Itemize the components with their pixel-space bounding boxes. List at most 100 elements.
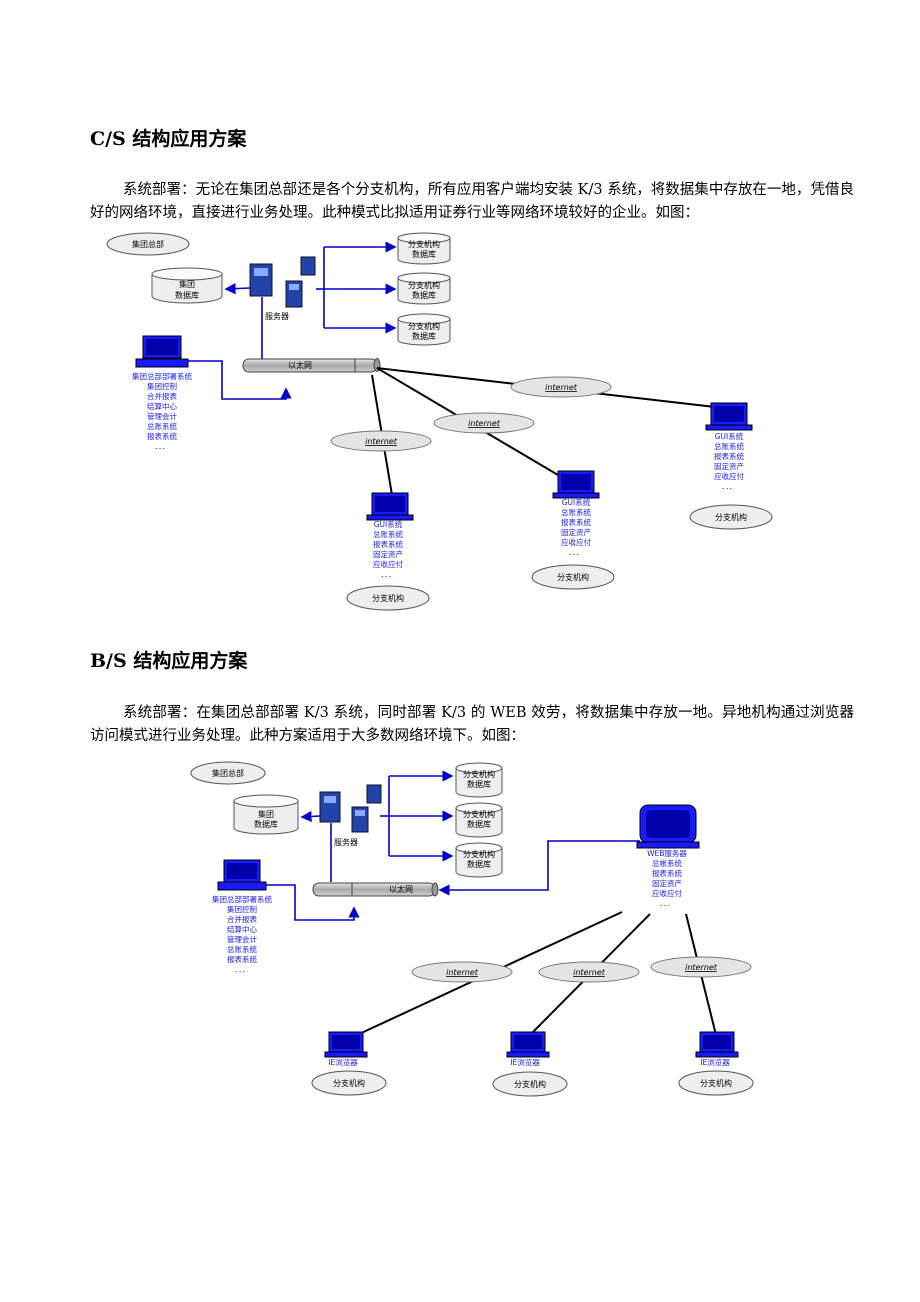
svg-text:以太网: 以太网 — [389, 884, 413, 894]
svg-text:．．．: ．．． — [155, 442, 170, 451]
svg-text:internet: internet — [573, 968, 606, 977]
svg-text:合并报表: 合并报表 — [227, 914, 257, 924]
svg-text:服务器: 服务器 — [265, 311, 289, 321]
svg-text:总账系统: 总账系统 — [373, 529, 403, 539]
branch-oval-middle: 分支机构 — [531, 564, 615, 590]
bs-ethernet-pipe: 以太网 — [312, 882, 439, 897]
svg-text:internet: internet — [545, 383, 578, 392]
svg-text:总账系统: 总账系统 — [227, 944, 257, 954]
svg-text:internet: internet — [446, 968, 479, 977]
svg-text:IE浏览器: IE浏览器 — [700, 1057, 730, 1067]
bs-server-icon: 服务器 — [319, 784, 382, 847]
svg-text:IE浏览器: IE浏览器 — [510, 1057, 540, 1067]
svg-text:分支机构: 分支机构 — [333, 1078, 365, 1088]
internet-cloud-2: internet — [433, 412, 535, 434]
svg-text:分支机构: 分支机构 — [408, 321, 440, 331]
bs-hq-computer-icon — [217, 859, 267, 891]
svg-text:应收应付: 应收应付 — [652, 888, 682, 898]
bs-internet-cloud-3: internet — [650, 956, 752, 978]
svg-text:IE浏览器: IE浏览器 — [328, 1057, 358, 1067]
hq-label-oval: 集团总部 — [106, 232, 190, 256]
cs-heading: C/S 结构应用方案 — [90, 128, 247, 150]
branch-oval-left: 分支机构 — [346, 585, 430, 611]
internet-cloud-1: internet — [510, 376, 612, 398]
hq-modules-list: 集团总部部署系统 集团控制 合并报表 结算中心 管理会计 总账系统 报表系统 ．… — [132, 371, 192, 451]
browser-client-middle: IE浏览器 分支机构 — [492, 1031, 568, 1097]
branch-client-right: GUI系统 总账系统 报表系统 固定资产 应收应付 ．．． — [705, 402, 753, 491]
svg-text:internet: internet — [365, 437, 398, 446]
svg-text:数据库: 数据库 — [467, 859, 491, 869]
browser-client-left: IE浏览器 分支机构 — [311, 1031, 387, 1096]
svg-text:报表系统: 报表系统 — [561, 517, 591, 527]
svg-text:GUI系统: GUI系统 — [374, 519, 403, 529]
browser-client-right: IE浏览器 分支机构 — [678, 1031, 754, 1096]
svg-text:．．．: ．．． — [381, 570, 396, 579]
svg-text:固定资产: 固定资产 — [373, 549, 403, 559]
group-database-icon: 集团 数据库 — [151, 267, 223, 304]
bs-internet-cloud-2: internet — [538, 961, 640, 983]
svg-text:．．．: ．．． — [722, 482, 737, 491]
svg-text:结算中心: 结算中心 — [147, 401, 177, 411]
svg-text:固定资产: 固定资产 — [561, 527, 591, 537]
svg-text:总账系统: 总账系统 — [147, 421, 177, 431]
svg-text:应收应付: 应收应付 — [561, 537, 591, 547]
svg-text:报表系统: 报表系统 — [227, 954, 257, 964]
svg-text:数据库: 数据库 — [412, 290, 436, 300]
svg-text:分支机构: 分支机构 — [514, 1079, 546, 1089]
svg-text:GUI系统: GUI系统 — [715, 431, 744, 441]
bs-hq-link — [266, 884, 360, 921]
svg-text:管理会计: 管理会计 — [227, 934, 257, 944]
svg-text:．．．: ．．． — [235, 965, 250, 974]
svg-text:internet: internet — [468, 419, 501, 428]
hq-computer-icon — [135, 335, 189, 368]
svg-text:固定资产: 固定资产 — [714, 461, 744, 471]
svg-text:分支机构: 分支机构 — [463, 809, 495, 819]
svg-text:数据库: 数据库 — [412, 331, 436, 341]
internet-cloud-3: internet — [330, 430, 432, 452]
branch-database-2: 分支机构 数据库 — [397, 272, 451, 305]
svg-text:数据库: 数据库 — [412, 249, 436, 259]
cs-paragraph: 系统部署：无论在集团总部还是各个分支机构，所有应用客户端均安装 K/3 系统，将… — [90, 182, 854, 221]
svg-text:数据库: 数据库 — [467, 819, 491, 829]
svg-text:GUI系统: GUI系统 — [562, 497, 591, 507]
web-server-link — [438, 840, 640, 896]
svg-text:报表系统: 报表系统 — [714, 451, 744, 461]
svg-text:总账系统: 总账系统 — [714, 441, 744, 451]
svg-text:以太网: 以太网 — [288, 360, 312, 370]
svg-text:分支机构: 分支机构 — [463, 849, 495, 859]
svg-text:服务器: 服务器 — [334, 837, 358, 847]
svg-text:internet: internet — [685, 963, 718, 972]
svg-text:．．．: ．．． — [660, 899, 675, 908]
bs-internet-cloud-1: internet — [411, 961, 513, 983]
branch-database-1: 分支机构 数据库 — [397, 232, 451, 265]
bs-paragraph: 系统部署：在集团总部部署 K/3 系统，同时部署 K/3 的 WEB 效劳，将数… — [90, 705, 854, 744]
server-icon: 服务器 — [249, 256, 316, 321]
svg-text:集团: 集团 — [179, 279, 195, 289]
svg-text:集团控制: 集团控制 — [227, 904, 257, 914]
svg-text:集团控制: 集团控制 — [147, 381, 177, 391]
bs-branch-database-1: 分支机构 数据库 — [455, 762, 503, 798]
svg-text:数据库: 数据库 — [175, 290, 199, 300]
svg-text:报表系统: 报表系统 — [652, 868, 682, 878]
svg-text:．．．: ．．． — [569, 548, 584, 557]
svg-text:总账系统: 总账系统 — [561, 507, 591, 517]
svg-text:分支机构: 分支机构 — [557, 572, 589, 582]
svg-text:结算中心: 结算中心 — [227, 924, 257, 934]
svg-text:管理会计: 管理会计 — [147, 411, 177, 421]
svg-text:集团总部部署系统: 集团总部部署系统 — [212, 894, 272, 904]
svg-text:集团: 集团 — [258, 809, 274, 819]
branch-database-3: 分支机构 数据库 — [397, 313, 451, 346]
bs-heading: B/S 结构应用方案 — [90, 650, 248, 672]
server-links — [224, 241, 397, 363]
bs-network-diagram: 集团总部 集团 数据库 服务器 分支机构 数据库 分支机构 数据库 — [190, 761, 754, 1097]
bs-group-database-icon: 集团 数据库 — [233, 794, 299, 835]
svg-text:应收应付: 应收应付 — [714, 471, 744, 481]
branch-client-middle: GUI系统 总账系统 报表系统 固定资产 应收应付 ．．． — [552, 470, 600, 557]
hq-link — [188, 360, 292, 400]
branch-oval-right: 分支机构 — [689, 504, 773, 530]
svg-text:报表系统: 报表系统 — [373, 539, 403, 549]
svg-text:集团总部部署系统: 集团总部部署系统 — [132, 371, 192, 381]
svg-text:分支机构: 分支机构 — [700, 1078, 732, 1088]
bs-branch-database-3: 分支机构 数据库 — [455, 842, 503, 878]
svg-text:固定资产: 固定资产 — [652, 878, 682, 888]
